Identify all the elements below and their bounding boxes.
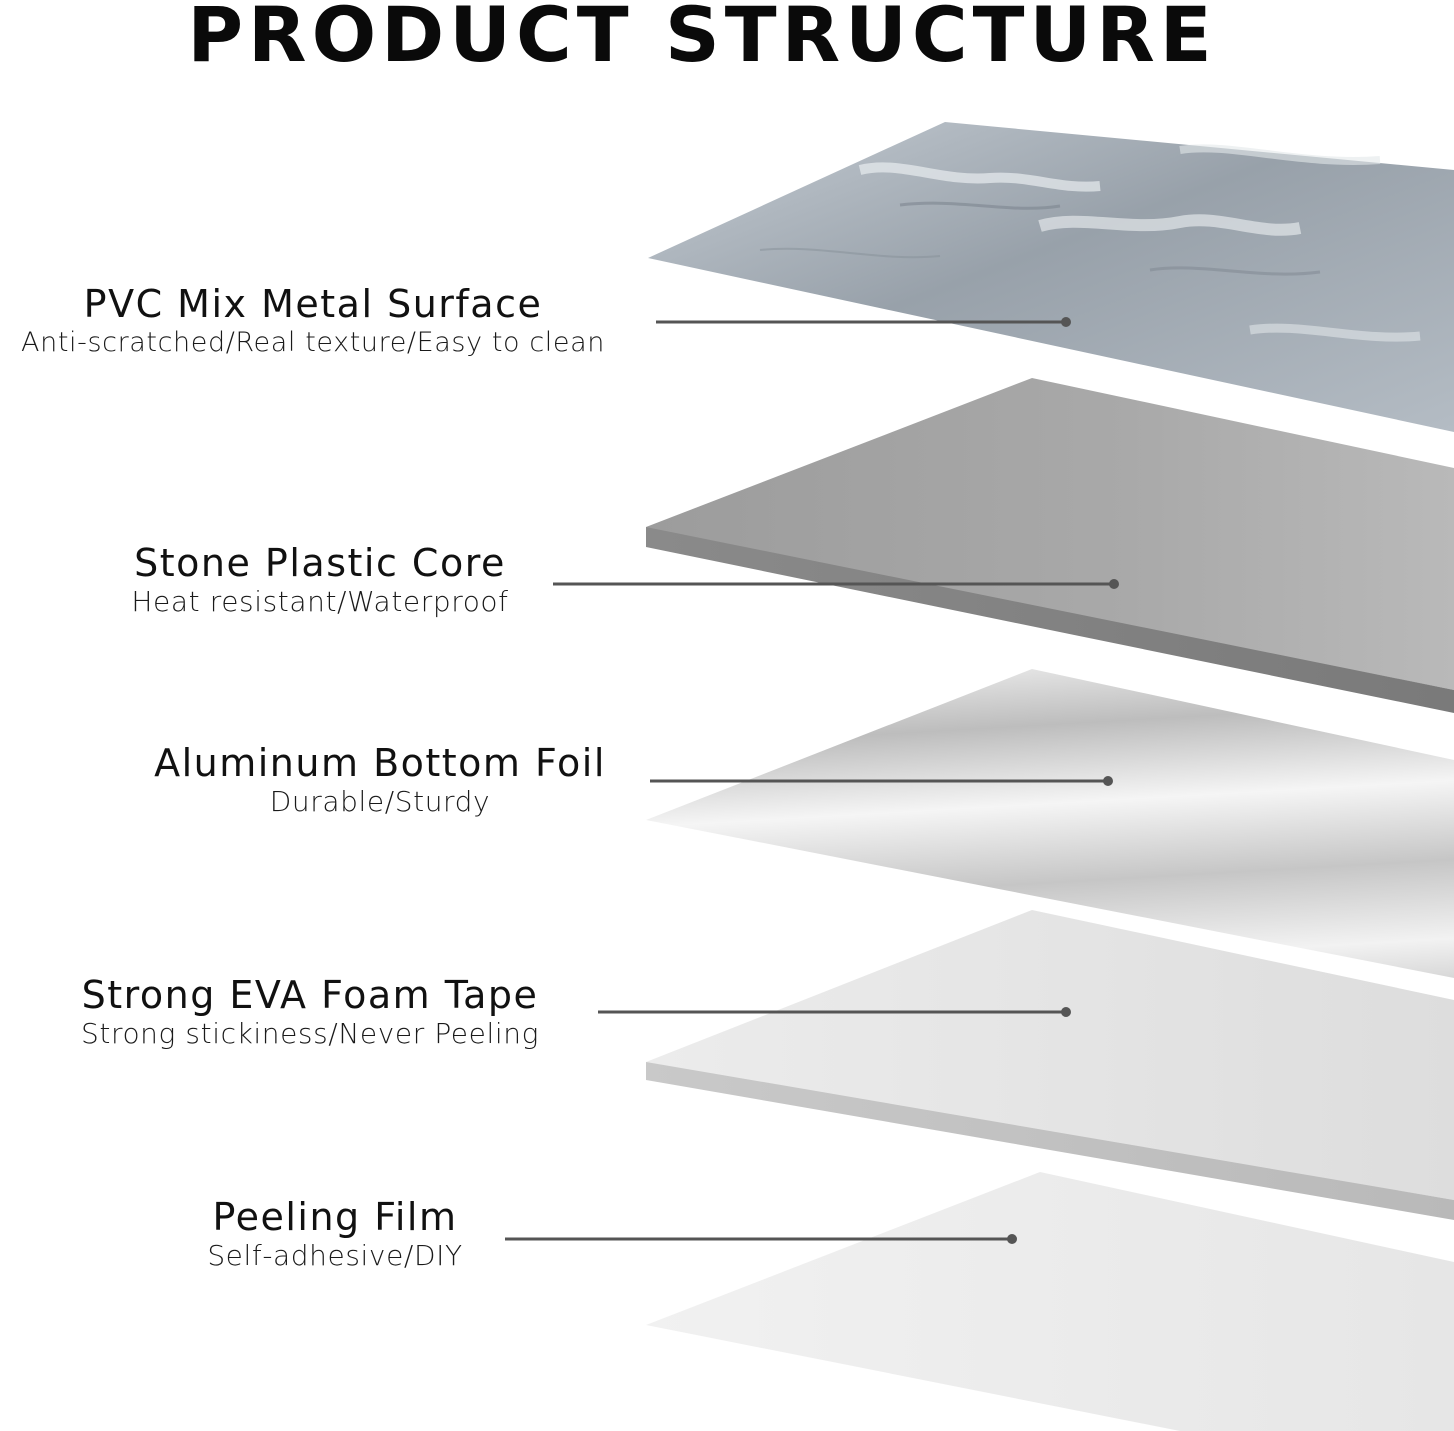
layer-label-pvc-surface: PVC Mix Metal Surface Anti-scratched/Rea… [0, 282, 626, 360]
layer-name: Strong EVA Foam Tape [81, 973, 539, 1017]
leader-dot-2 [1109, 579, 1119, 589]
layer-description: Heat resistant/Waterproof [131, 585, 509, 618]
layer-label-stone-core: Stone Plastic Core Heat resistant/Waterp… [110, 541, 530, 619]
layer-name: Aluminum Bottom Foil [154, 741, 606, 785]
layer-name: Stone Plastic Core [134, 541, 506, 585]
layer-aluminum-foil [646, 669, 1454, 978]
layer-label-eva-tape: Strong EVA Foam Tape Strong stickiness/N… [60, 973, 560, 1051]
leader-lines [505, 317, 1119, 1244]
leader-dot-1 [1061, 317, 1071, 327]
leader-dot-5 [1007, 1234, 1017, 1244]
page-title: PRODUCT STRUCTURE [187, 0, 1217, 79]
layer-description: Strong stickiness/Never Peeling [81, 1017, 539, 1050]
layer-description: Durable/Sturdy [269, 785, 491, 818]
leader-dot-4 [1061, 1007, 1071, 1017]
layer-stone-core [646, 378, 1454, 713]
layer-description: Self-adhesive/DIY [207, 1239, 463, 1272]
layer-name: Peeling Film [212, 1195, 458, 1239]
layer-pvc-surface [648, 122, 1454, 432]
leader-dot-3 [1103, 776, 1113, 786]
layer-label-peeling-film: Peeling Film Self-adhesive/DIY [160, 1195, 510, 1273]
layer-name: PVC Mix Metal Surface [83, 282, 543, 326]
layer-label-aluminum-foil: Aluminum Bottom Foil Durable/Sturdy [140, 741, 620, 819]
layer-peeling-film [646, 1172, 1454, 1431]
layer-eva-tape [646, 910, 1454, 1220]
layer-description: Anti-scratched/Real texture/Easy to clea… [21, 327, 605, 358]
